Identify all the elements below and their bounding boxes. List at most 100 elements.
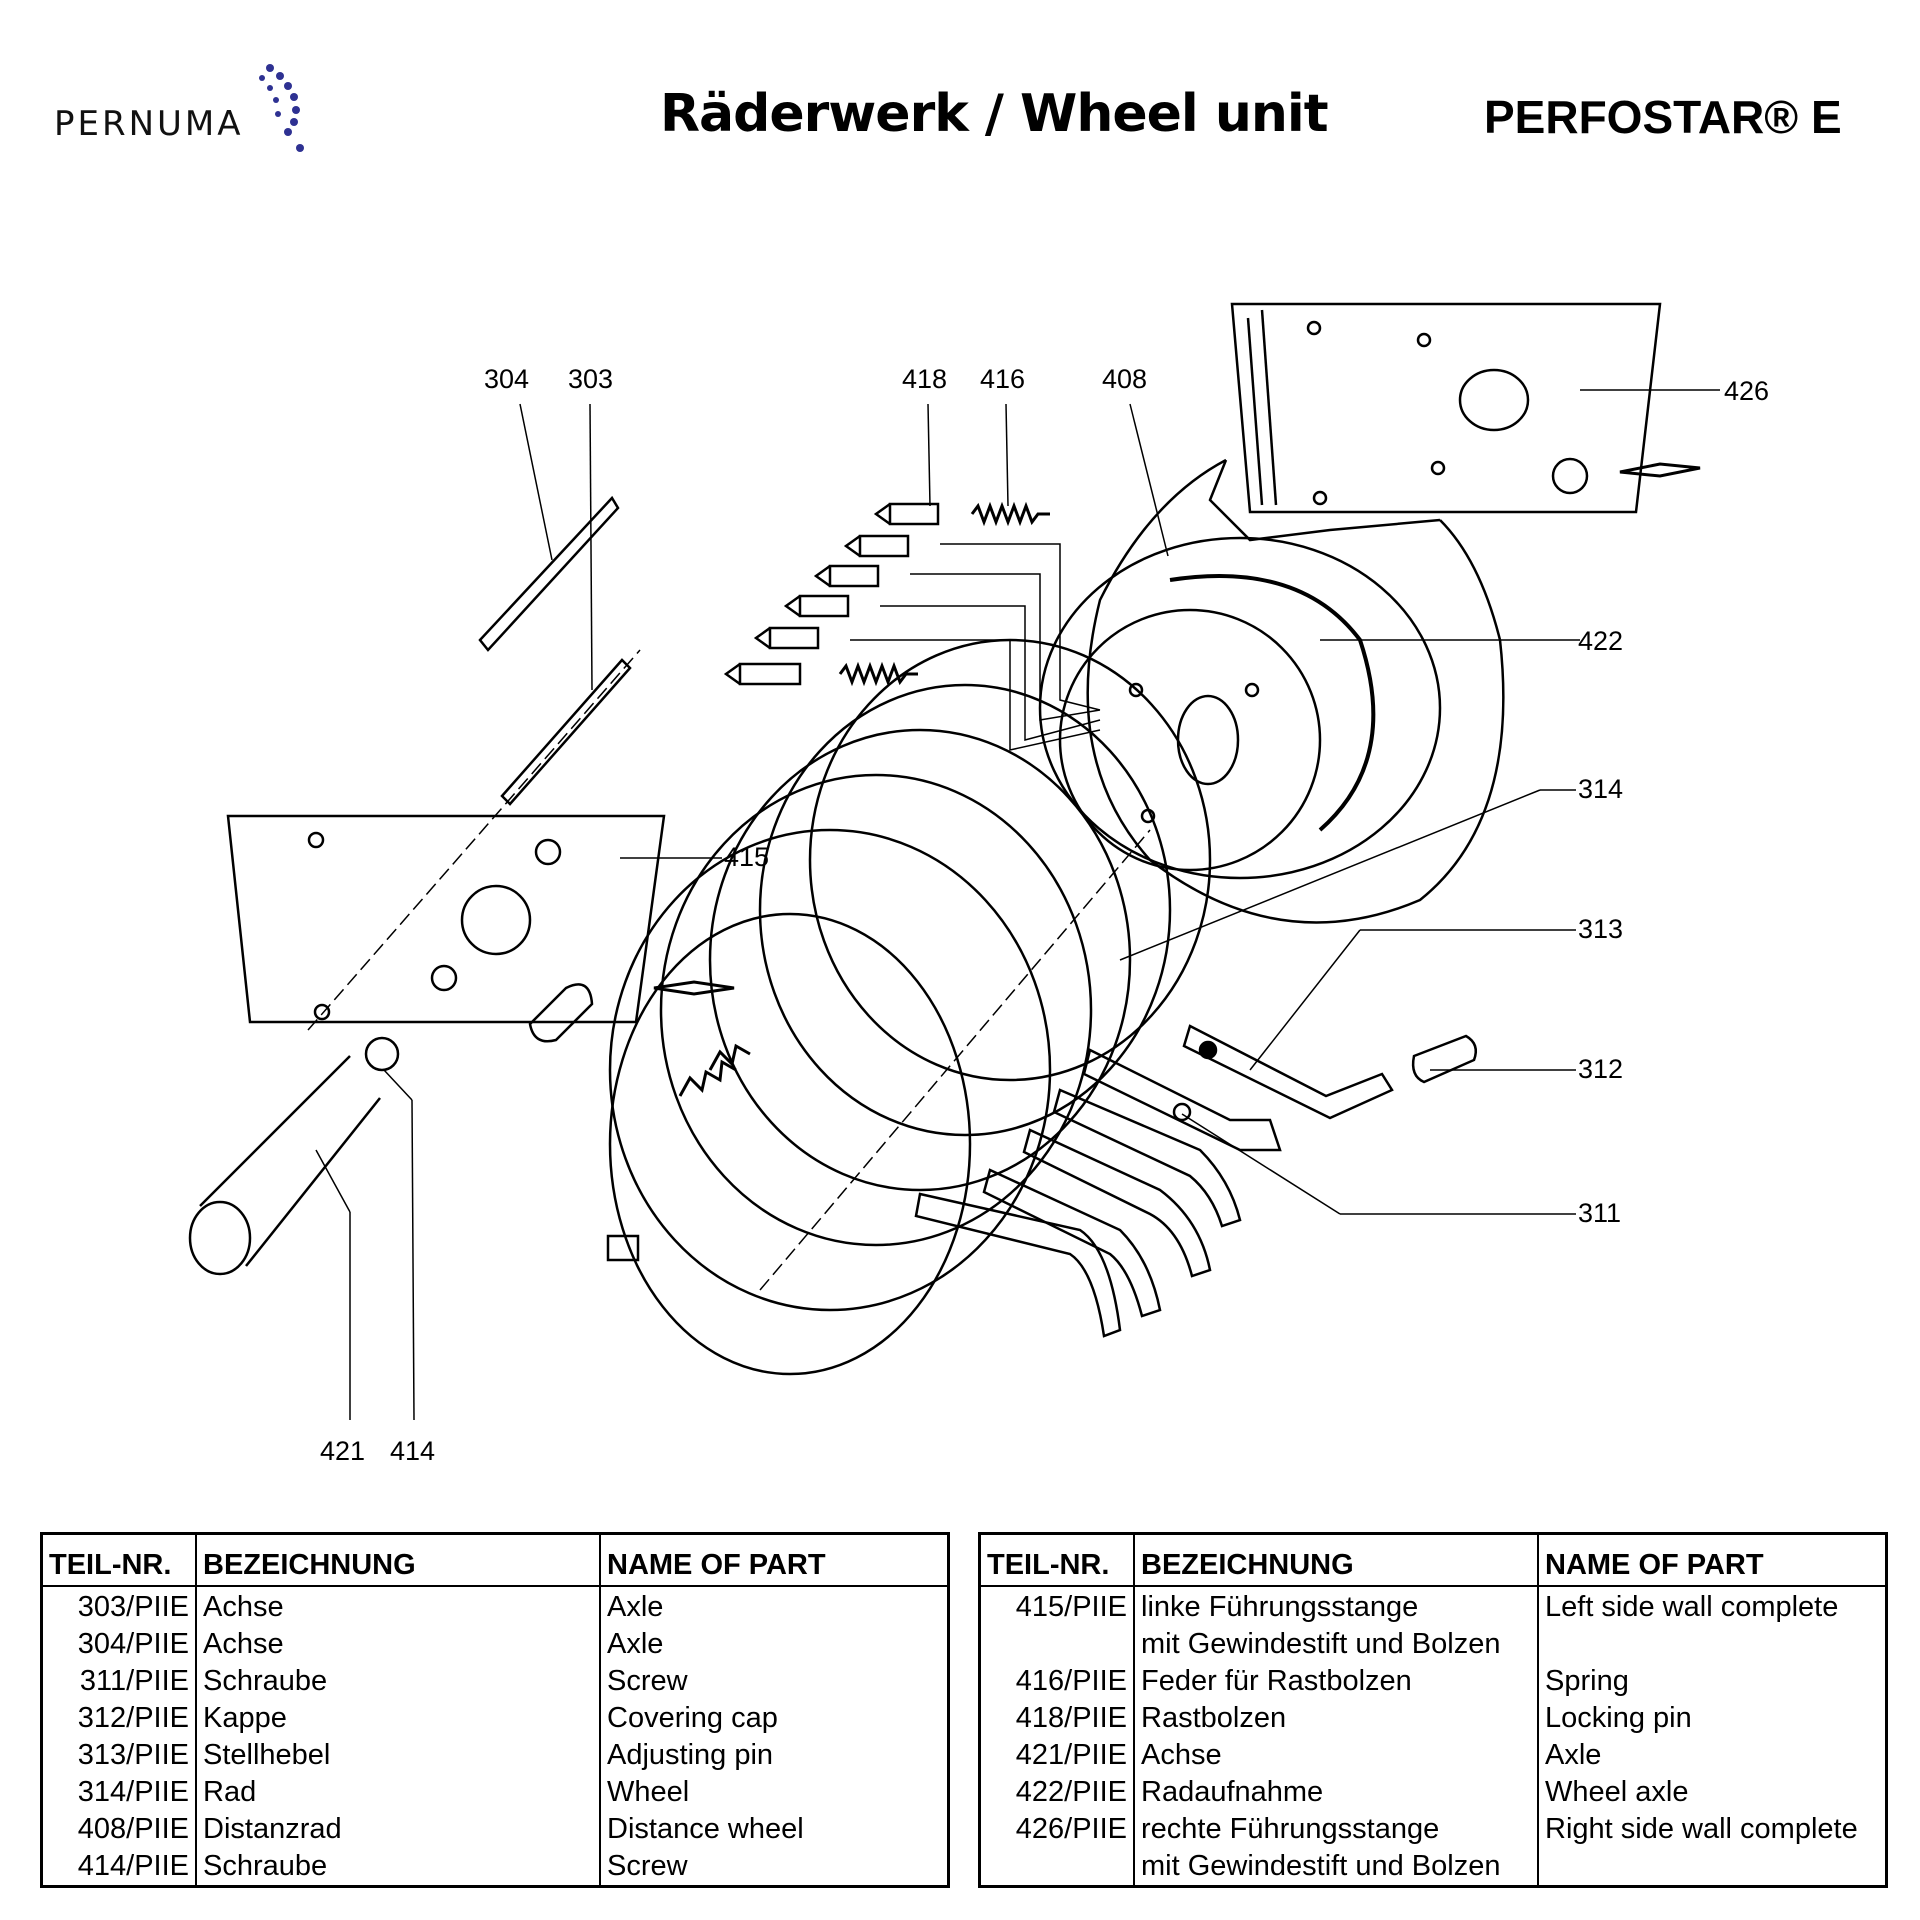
callout-304: 304 bbox=[484, 364, 530, 394]
part-de: Achse bbox=[196, 1586, 601, 1626]
logo-dots-icon bbox=[259, 64, 304, 152]
callout-314: 314 bbox=[1578, 774, 1624, 804]
table-header-row: TEIL-NR. BEZEICHNUNG NAME OF PART bbox=[979, 1533, 1887, 1587]
part-en: Covering cap bbox=[607, 1702, 778, 1734]
lever-handles bbox=[914, 1048, 1282, 1338]
table-header-row: TEIL-NR. BEZEICHNUNG NAME OF PART bbox=[41, 1533, 949, 1587]
part-en: Axle bbox=[607, 1628, 664, 1660]
leader-lines bbox=[315, 389, 1720, 1421]
part-number: 313/PIIE bbox=[41, 1737, 197, 1774]
adjusting-parts bbox=[1172, 1024, 1477, 1122]
locking-pins bbox=[723, 501, 1101, 751]
distance-wheel bbox=[1038, 458, 1505, 924]
col-bezeichnung: BEZEICHNUNG bbox=[196, 1533, 601, 1587]
col-name-of-part: NAME OF PART bbox=[1538, 1533, 1887, 1587]
callout-408: 408 bbox=[1102, 364, 1148, 394]
part-number: 418/PIIE bbox=[979, 1700, 1135, 1737]
part-number: 314/PIIE bbox=[41, 1774, 197, 1811]
part-number: 421/PIIE bbox=[979, 1737, 1135, 1774]
part-en: Adjusting pin bbox=[607, 1739, 774, 1771]
part-number bbox=[979, 1848, 1135, 1887]
part-en: Left side wall complete bbox=[1545, 1591, 1839, 1623]
part-de: Distanzrad bbox=[196, 1811, 601, 1848]
callout-422: 422 bbox=[1578, 626, 1624, 656]
left-side-wall bbox=[226, 814, 735, 1043]
part-en: Locking pin bbox=[1545, 1702, 1692, 1734]
part-de: Schraube bbox=[196, 1848, 601, 1887]
page-title: Räderwerk / Wheel unit bbox=[660, 84, 1329, 144]
part-en: Screw bbox=[607, 1850, 688, 1882]
callout-426: 426 bbox=[1724, 376, 1770, 406]
pernuma-logo: PERNUMA bbox=[54, 60, 304, 170]
part-number: 415/PIIE bbox=[979, 1586, 1135, 1626]
part-en: Right side wall complete bbox=[1545, 1813, 1858, 1845]
part-en: Spring bbox=[1545, 1665, 1629, 1697]
part-de: mit Gewindestift und Bolzen bbox=[1134, 1848, 1539, 1887]
callout-311: 311 bbox=[1578, 1198, 1622, 1228]
part-de: Kappe bbox=[196, 1700, 601, 1737]
part-en bbox=[1538, 1626, 1887, 1663]
main-axle bbox=[188, 1036, 400, 1276]
part-de: Feder für Rastbolzen bbox=[1134, 1663, 1539, 1700]
part-number: 304/PIIE bbox=[41, 1626, 197, 1663]
col-name-of-part: NAME OF PART bbox=[600, 1533, 949, 1587]
col-part-number: TEIL-NR. bbox=[979, 1533, 1135, 1587]
callout-313: 313 bbox=[1578, 914, 1624, 944]
part-de: Rastbolzen bbox=[1134, 1700, 1539, 1737]
parts-table-right: TEIL-NR. BEZEICHNUNG NAME OF PART 415/PI… bbox=[978, 1532, 1888, 1888]
part-en bbox=[1538, 1848, 1887, 1887]
part-de: Rad bbox=[196, 1774, 601, 1811]
part-number: 426/PIIE bbox=[979, 1811, 1135, 1848]
exploded-drawing bbox=[188, 302, 1720, 1421]
callout-421: 421 bbox=[320, 1436, 366, 1466]
wheel-stack bbox=[606, 638, 1212, 1376]
part-number: 416/PIIE bbox=[979, 1663, 1135, 1700]
part-number: 408/PIIE bbox=[41, 1811, 197, 1848]
callout-415: 415 bbox=[724, 842, 770, 872]
callout-303: 303 bbox=[568, 364, 614, 394]
part-number: 303/PIIE bbox=[41, 1586, 197, 1626]
part-number bbox=[979, 1626, 1135, 1663]
part-de: Stellhebel bbox=[196, 1737, 601, 1774]
part-de: mit Gewindestift und Bolzen bbox=[1134, 1626, 1539, 1663]
part-en: Wheel axle bbox=[1545, 1776, 1689, 1808]
part-de: rechte Führungsstange bbox=[1134, 1811, 1539, 1848]
part-de: Radaufnahme bbox=[1134, 1774, 1539, 1811]
part-en: Axle bbox=[1545, 1739, 1602, 1771]
product-name: PERFOSTAR® E bbox=[1484, 91, 1842, 143]
part-de: linke Führungsstange bbox=[1134, 1586, 1539, 1626]
part-de: Schraube bbox=[196, 1663, 601, 1700]
part-en: Screw bbox=[607, 1665, 688, 1697]
axles bbox=[307, 495, 641, 1031]
part-number: 312/PIIE bbox=[41, 1700, 197, 1737]
part-en: Distance wheel bbox=[607, 1813, 804, 1845]
callout-312: 312 bbox=[1578, 1054, 1624, 1084]
callout-416: 416 bbox=[980, 364, 1026, 394]
col-part-number: TEIL-NR. bbox=[41, 1533, 197, 1587]
right-side-wall bbox=[1230, 302, 1701, 514]
part-de: Achse bbox=[196, 1626, 601, 1663]
callout-418: 418 bbox=[902, 364, 948, 394]
parts-table-left: TEIL-NR. BEZEICHNUNG NAME OF PART 303/PI… bbox=[40, 1532, 950, 1888]
part-number: 414/PIIE bbox=[41, 1848, 197, 1887]
table-row: mit Gewindestift und Bolzen bbox=[979, 1626, 1887, 1663]
logo-text: PERNUMA bbox=[54, 104, 244, 144]
part-en: Axle bbox=[607, 1591, 664, 1623]
part-number: 422/PIIE bbox=[979, 1774, 1135, 1811]
col-bezeichnung: BEZEICHNUNG bbox=[1134, 1533, 1539, 1587]
table-row: mit Gewindestift und Bolzen bbox=[979, 1848, 1887, 1887]
part-en: Wheel bbox=[607, 1776, 690, 1808]
